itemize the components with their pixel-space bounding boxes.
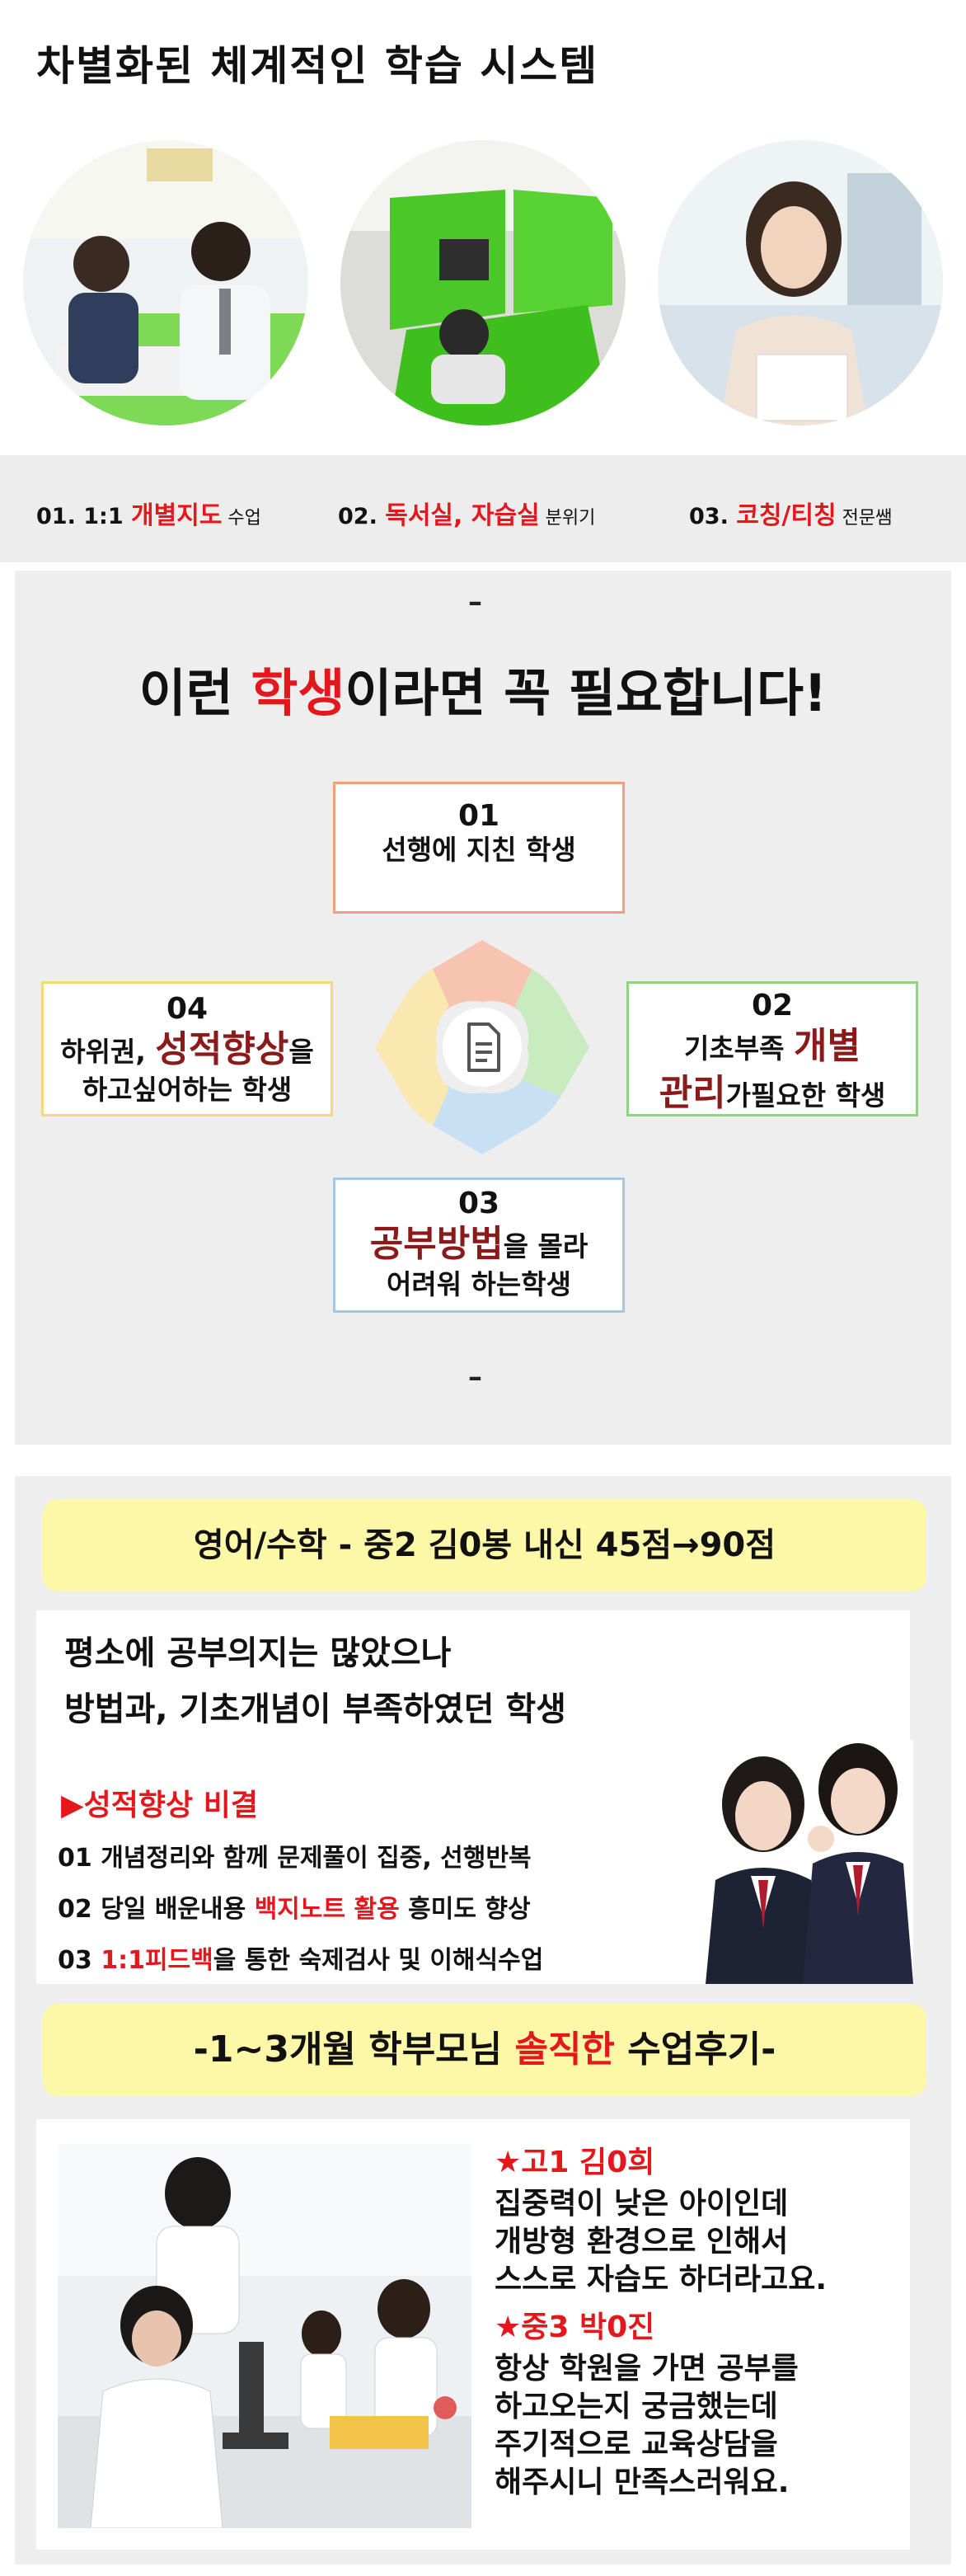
- review-2-line-4: 해주시니 만족스러워요.: [495, 2466, 790, 2499]
- review-2-line-2: 하고오는지 궁금했는데: [495, 2390, 778, 2423]
- secret-text: 01 개념정리와 함께 문제풀이 집중, 선행반복: [58, 1844, 532, 1873]
- secret-text: 02 당일 배운내용: [58, 1895, 255, 1924]
- features-bar: [0, 455, 966, 562]
- feature-prefix: 03.: [689, 504, 737, 529]
- card-number: 04: [166, 992, 209, 1026]
- card-highlight: 관리: [659, 1072, 726, 1115]
- card-highlight: 공부방법: [369, 1223, 504, 1265]
- secret-title: ▶성적향상 비결: [61, 1789, 258, 1822]
- secret-text: 03: [58, 1946, 101, 1975]
- card-highlight: 개별: [793, 1025, 860, 1067]
- students-photo: [697, 1740, 913, 1984]
- card-highlight: 성적향상: [155, 1028, 289, 1070]
- feature-prefix: 01. 1:1: [36, 504, 132, 529]
- feature-suffix: 분위기: [539, 508, 596, 529]
- secret-highlight: 1:1피드백: [101, 1946, 213, 1975]
- review-2-line-3: 주기적으로 교육상담을: [495, 2428, 778, 2461]
- heading-highlight: 학생: [251, 663, 345, 723]
- feature-suffix: 수업: [222, 508, 261, 529]
- photo-teacher: [658, 140, 943, 425]
- target-students-heading: 이런 학생이라면 꼭 필요합니다!: [0, 651, 966, 726]
- feature-item-3: 03. 코칭/티칭 전문쌤: [689, 495, 892, 531]
- feature-highlight: 개별지도: [131, 501, 223, 530]
- feature-item-1: 01. 1:1 개별지도 수업: [36, 495, 261, 531]
- ring-segment-left: [375, 969, 449, 1126]
- secret-text: 흥미도 향상: [399, 1895, 531, 1924]
- student-card-01: 01 선행에 지친 학생: [333, 782, 625, 914]
- case-line-1: 평소에 공부의지는 많았으나: [64, 1634, 452, 1672]
- card-number: 03: [457, 1187, 500, 1220]
- secret-item-3: 03 1:1피드백을 통한 숙제검사 및 이해식수업: [58, 1939, 543, 1976]
- card-text-part: 을 몰라: [503, 1230, 589, 1262]
- card-number: 02: [751, 989, 794, 1022]
- photo-study-room: [340, 140, 626, 425]
- secret-item-1: 01 개념정리와 함께 문제풀이 집중, 선행반복: [58, 1837, 532, 1873]
- card-text: 선행에 지친 학생: [382, 834, 576, 866]
- feature-suffix: 전문쌤: [836, 508, 893, 529]
- review-2-name: ★중3 박0진: [495, 2310, 655, 2344]
- review-banner: -1~3개월 학부모님 솔직한 수업후기-: [43, 2004, 926, 2096]
- review-2-line-1: 항상 학원을 가면 공부를: [495, 2352, 799, 2386]
- review-1-line-2: 개방형 환경으로 인해서: [495, 2225, 789, 2259]
- secret-highlight: 백지노트 활용: [254, 1895, 400, 1924]
- card-text-part: 어려워 하는학생: [386, 1268, 571, 1301]
- heading-text: 이라면 꼭 필요합니다!: [345, 663, 828, 723]
- case-banner: 영어/수학 - 중2 김0봉 내신 45점→90점: [43, 1499, 926, 1591]
- cycle-ring-graphic: [375, 940, 589, 1154]
- case-line-2: 방법과, 기초개념이 부족하였던 학생: [64, 1690, 566, 1728]
- secret-item-2: 02 당일 배운내용 백지노트 활용 흥미도 향상: [58, 1888, 531, 1925]
- document-icon: [467, 1022, 500, 1072]
- section-title-learning-system: 차별화된 체계적인 학습 시스템: [36, 42, 599, 90]
- review-1-line-1: 집중력이 낮은 아이인데: [495, 2187, 789, 2221]
- card-text-part: 기초부족: [684, 1032, 794, 1065]
- divider-dash-top: –: [468, 585, 482, 618]
- feature-item-2: 02. 독서실, 자습실 분위기: [338, 495, 595, 531]
- divider-dash-bottom: –: [468, 1361, 482, 1394]
- review-banner-text: -1~3개월 학부모님: [193, 2028, 515, 2071]
- review-banner-text: 수업후기-: [614, 2028, 776, 2071]
- card-text-part: 가필요한 학생: [725, 1079, 886, 1112]
- card-text-part: 을: [288, 1036, 314, 1068]
- review-banner-highlight: 솔직한: [514, 2028, 615, 2071]
- card-text-part: 하위권,: [60, 1036, 156, 1068]
- feature-highlight: 코칭/티칭: [736, 501, 837, 530]
- photo-tutoring: [23, 140, 308, 425]
- feature-prefix: 02.: [338, 504, 386, 529]
- secret-text: 을 통한 숙제검사 및 이해식수업: [213, 1946, 544, 1975]
- feature-highlight: 독서실, 자습실: [385, 501, 540, 530]
- card-number: 01: [457, 799, 500, 833]
- heading-text: 이런: [138, 663, 251, 723]
- lab-students-photo: [58, 2144, 471, 2528]
- review-1-line-3: 스스로 자습도 하더라고요.: [495, 2263, 828, 2296]
- card-text-part: 하고싶어하는 학생: [82, 1074, 293, 1107]
- review-1-name: ★고1 김0희: [495, 2146, 655, 2179]
